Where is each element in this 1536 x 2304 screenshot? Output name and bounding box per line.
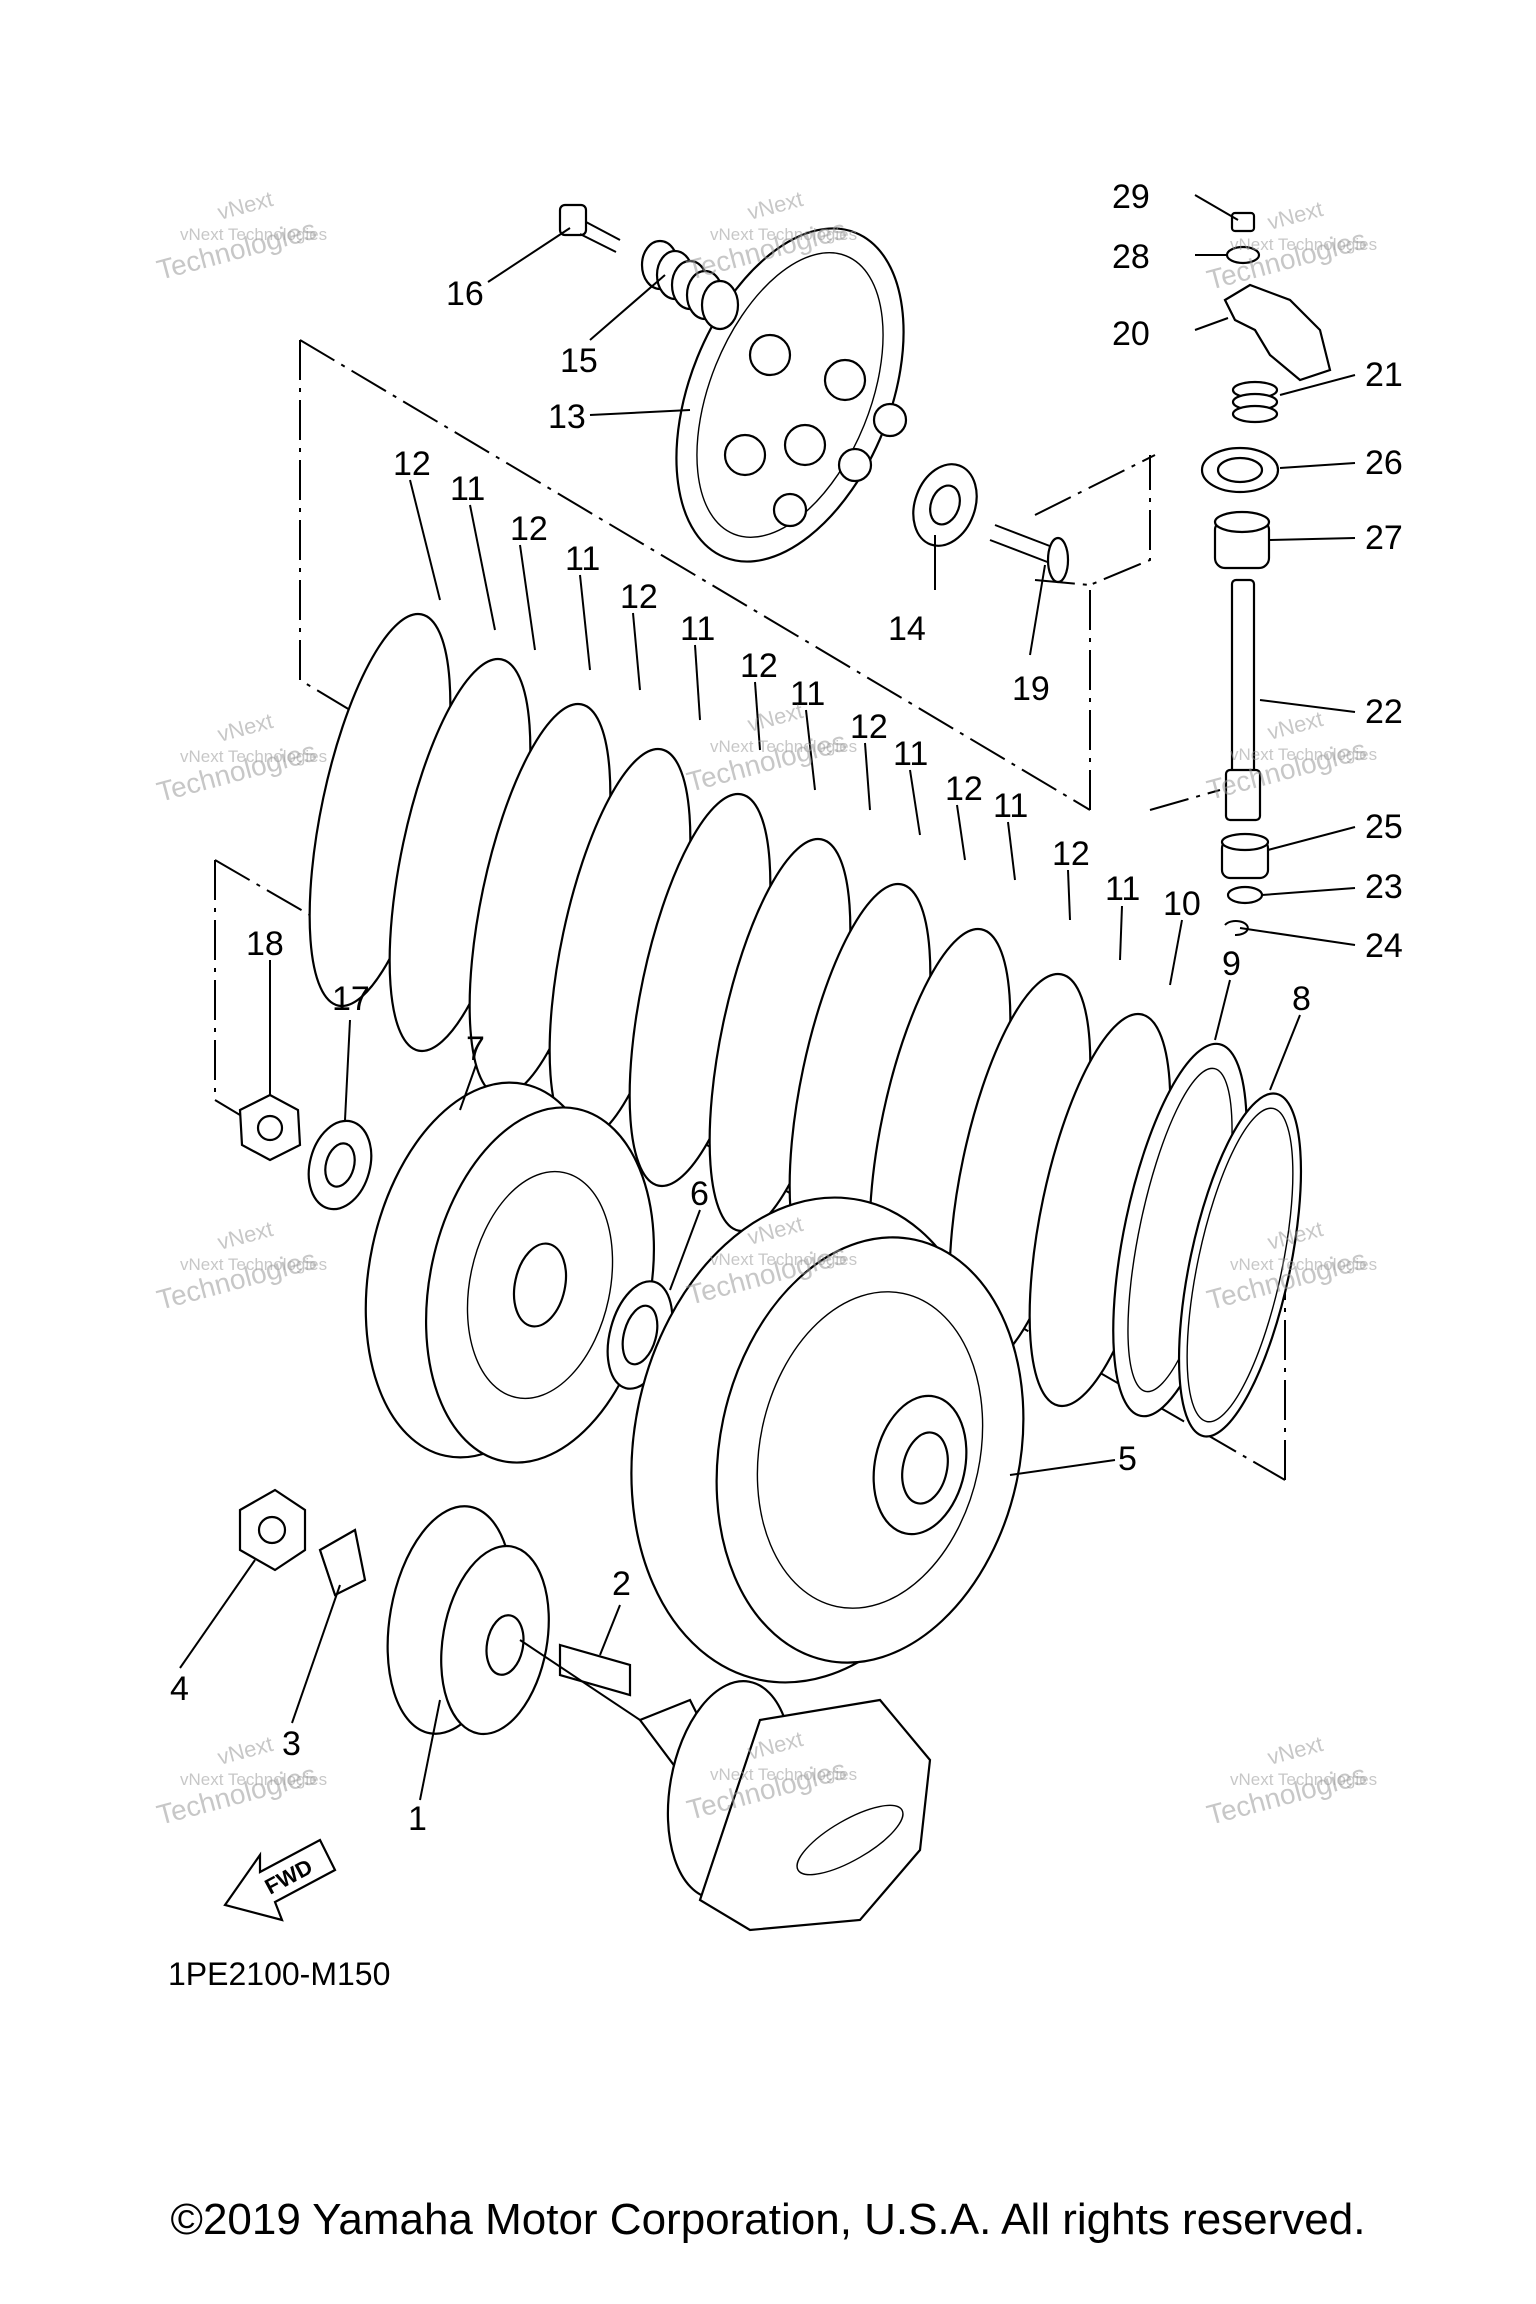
callout-20: 20	[1112, 315, 1150, 353]
callout-11f: 11	[993, 787, 1028, 825]
callout-1: 1	[408, 1800, 427, 1838]
clutch-spring	[640, 239, 740, 331]
callout-24: 24	[1365, 927, 1403, 965]
callout-11c: 11	[680, 610, 715, 648]
callout-27: 27	[1365, 519, 1403, 557]
callout-2: 2	[612, 1565, 631, 1603]
callout-21: 21	[1365, 356, 1403, 394]
callout-5: 5	[1118, 1440, 1137, 1478]
callout-11d: 11	[790, 675, 825, 713]
callout-numbers: 1 2 3 4 5 6 7 8 9 10 11 12 12 11 12 11 1…	[170, 178, 1403, 1838]
push-lever-assembly	[1200, 211, 1332, 937]
svg-text:vNext: vNext	[745, 186, 806, 225]
callout-9: 9	[1222, 945, 1241, 983]
crankshaft	[519, 1639, 932, 1932]
watermark: vNext vNext Technologies Technologies	[1204, 1731, 1378, 1831]
callout-12a: 12	[393, 445, 431, 483]
svg-text:vNext: vNext	[1265, 1731, 1326, 1770]
watermark: vNext vNext Technologies Technologies	[154, 708, 328, 808]
svg-text:vNext Technologies: vNext Technologies	[710, 1765, 857, 1784]
svg-text:vNext Technologies: vNext Technologies	[180, 1255, 327, 1274]
callout-11g: 11	[1105, 870, 1140, 908]
primary-nut-and-lock-washer	[238, 1488, 367, 1597]
svg-text:vNext: vNext	[215, 186, 276, 225]
watermark: vNext vNext Technologies Technologies	[684, 698, 858, 798]
callout-3: 3	[282, 1725, 301, 1763]
callout-16: 16	[446, 275, 484, 313]
callout-23: 23	[1365, 868, 1403, 906]
woodruff-key	[558, 1643, 632, 1697]
svg-text:vNext Technologies: vNext Technologies	[180, 225, 327, 244]
svg-text:vNext Technologies: vNext Technologies	[1230, 1770, 1377, 1789]
svg-text:vNext Technologies: vNext Technologies	[1230, 235, 1377, 254]
clutch-bolt	[558, 203, 621, 253]
diagram-code: 1PE2100-M150	[168, 1956, 390, 1992]
svg-text:vNext: vNext	[1265, 196, 1326, 235]
primary-drive-gear	[386, 1505, 550, 1736]
callout-28: 28	[1112, 238, 1150, 276]
svg-text:vNext Technologies: vNext Technologies	[710, 737, 857, 756]
callout-25: 25	[1365, 808, 1403, 846]
callout-11a: 11	[450, 470, 485, 508]
svg-text:vNext Technologies: vNext Technologies	[180, 747, 327, 766]
svg-text:vNext Technologies: vNext Technologies	[710, 1250, 857, 1269]
callout-11b: 11	[565, 540, 600, 578]
callout-12g: 12	[1052, 835, 1090, 873]
svg-text:vNext Technologies: vNext Technologies	[180, 1770, 327, 1789]
watermark: vNext vNext Technologies Technologies	[1204, 196, 1378, 296]
clutch-plate-stack	[308, 612, 1303, 1438]
svg-text:vNext Technologies: vNext Technologies	[1230, 745, 1377, 764]
fwd-arrow-icon: FWD	[223, 1838, 337, 1922]
watermark: vNext vNext Technologies Technologies	[154, 1216, 328, 1316]
callout-8: 8	[1292, 980, 1311, 1018]
svg-text:vNext: vNext	[215, 708, 276, 747]
callout-12d: 12	[740, 647, 778, 685]
callout-14: 14	[888, 610, 926, 648]
watermark: vNext vNext Technologies Technologies	[1204, 706, 1378, 806]
callout-13: 13	[548, 398, 586, 436]
clutch-boss	[364, 1081, 656, 1464]
callout-19: 19	[1012, 670, 1050, 708]
nut-and-washer	[238, 1093, 373, 1211]
callout-12b: 12	[510, 510, 548, 548]
svg-text:vNext Technologies: vNext Technologies	[710, 225, 857, 244]
watermark: vNext vNext Technologies Technologies	[154, 1731, 328, 1831]
callout-6: 6	[690, 1175, 709, 1213]
svg-text:vNext: vNext	[1265, 706, 1326, 745]
callout-7: 7	[466, 1030, 485, 1068]
callout-29: 29	[1112, 178, 1150, 216]
callout-11e: 11	[893, 735, 928, 773]
leader-lines	[179, 194, 1356, 1801]
callout-26: 26	[1365, 444, 1403, 482]
callout-18: 18	[246, 925, 284, 963]
svg-text:vNext: vNext	[215, 1216, 276, 1255]
callout-12f: 12	[945, 770, 983, 808]
svg-text:vNext: vNext	[745, 698, 806, 737]
svg-text:vNext: vNext	[215, 1731, 276, 1770]
callout-22: 22	[1365, 693, 1403, 731]
callout-12e: 12	[850, 708, 888, 746]
callout-4: 4	[170, 1670, 189, 1708]
watermark: vNext vNext Technologies Technologies	[154, 186, 328, 286]
clutch-housing	[630, 1196, 1025, 1684]
callout-10: 10	[1163, 885, 1201, 923]
bearing-and-pushrod	[912, 463, 1070, 584]
copyright-notice: ©2019 Yamaha Motor Corporation, U.S.A. A…	[170, 2195, 1366, 2244]
callout-17: 17	[332, 980, 370, 1018]
callout-15: 15	[560, 342, 598, 380]
callout-12c: 12	[620, 578, 658, 616]
svg-text:vNext Technologies: vNext Technologies	[1230, 1255, 1377, 1274]
